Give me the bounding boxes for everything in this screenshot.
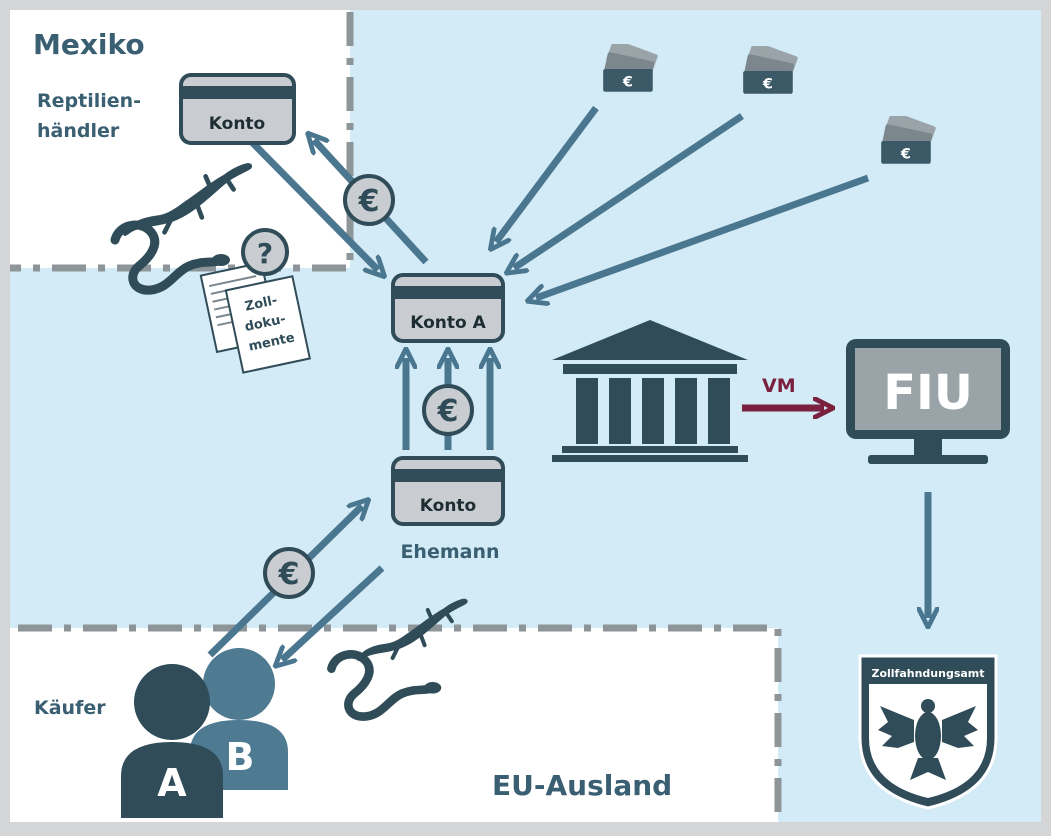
bank-icon <box>552 320 748 462</box>
reptile-dealer-line-2: händler <box>37 120 120 142</box>
main-account-label: Konto A <box>410 313 486 333</box>
customs-documents: Zoll- doku- mente ? <box>199 228 312 374</box>
husband-account-card: Konto <box>391 456 505 526</box>
euro-coin-icon: € <box>263 547 315 599</box>
documents-line-1: Zoll- <box>244 293 279 314</box>
arrow-husband-to-buyers <box>282 565 385 660</box>
region-label-mexiko: Mexiko <box>33 28 145 61</box>
dealer-account-label: Konto <box>209 114 265 134</box>
document-icon: Zoll- doku- mente <box>224 275 312 374</box>
vm-label: VM <box>762 375 796 397</box>
euro-coin-icon: € <box>422 384 474 436</box>
reptile-dealer-label: Reptilien- händler <box>37 90 148 142</box>
buyer-a-person-icon: A <box>121 664 223 818</box>
eagle-crest-icon: Zollfahndungsamt <box>858 654 998 810</box>
arrow-cash1-to-konto-a <box>496 105 599 242</box>
buyer-a-label: A <box>157 761 187 805</box>
arrow-dealer-to-konto-a <box>237 127 378 270</box>
question-mark: ? <box>257 237 273 270</box>
arrow-cash3-to-konto-a <box>536 174 870 298</box>
dealer-account-card: Konto <box>179 73 296 145</box>
region-label-eu-ausland: EU-Ausland <box>492 769 672 802</box>
monitor-icon: FIU <box>846 339 1010 464</box>
main-account-card: Konto A <box>391 273 505 343</box>
reptile-dealer-line-1: Reptilien- <box>37 90 141 112</box>
buyers-label: Käufer <box>34 697 106 719</box>
buyer-b-label: B <box>226 735 255 779</box>
euro-coin-symbol: € <box>358 184 380 219</box>
fiu-label: FIU <box>883 365 973 421</box>
euro-coin-symbol: € <box>437 394 459 429</box>
authority-label: Zollfahndungsamt <box>871 667 984 680</box>
euro-coin-symbol: € <box>278 557 300 592</box>
euro-coin-icon: € <box>343 174 395 226</box>
eagle-icon <box>878 699 978 780</box>
husband-account-label: Konto <box>420 496 476 516</box>
arrow-cash2-to-konto-a <box>514 113 744 268</box>
husband-label: Ehemann <box>400 541 499 563</box>
question-icon: ? <box>241 228 289 276</box>
